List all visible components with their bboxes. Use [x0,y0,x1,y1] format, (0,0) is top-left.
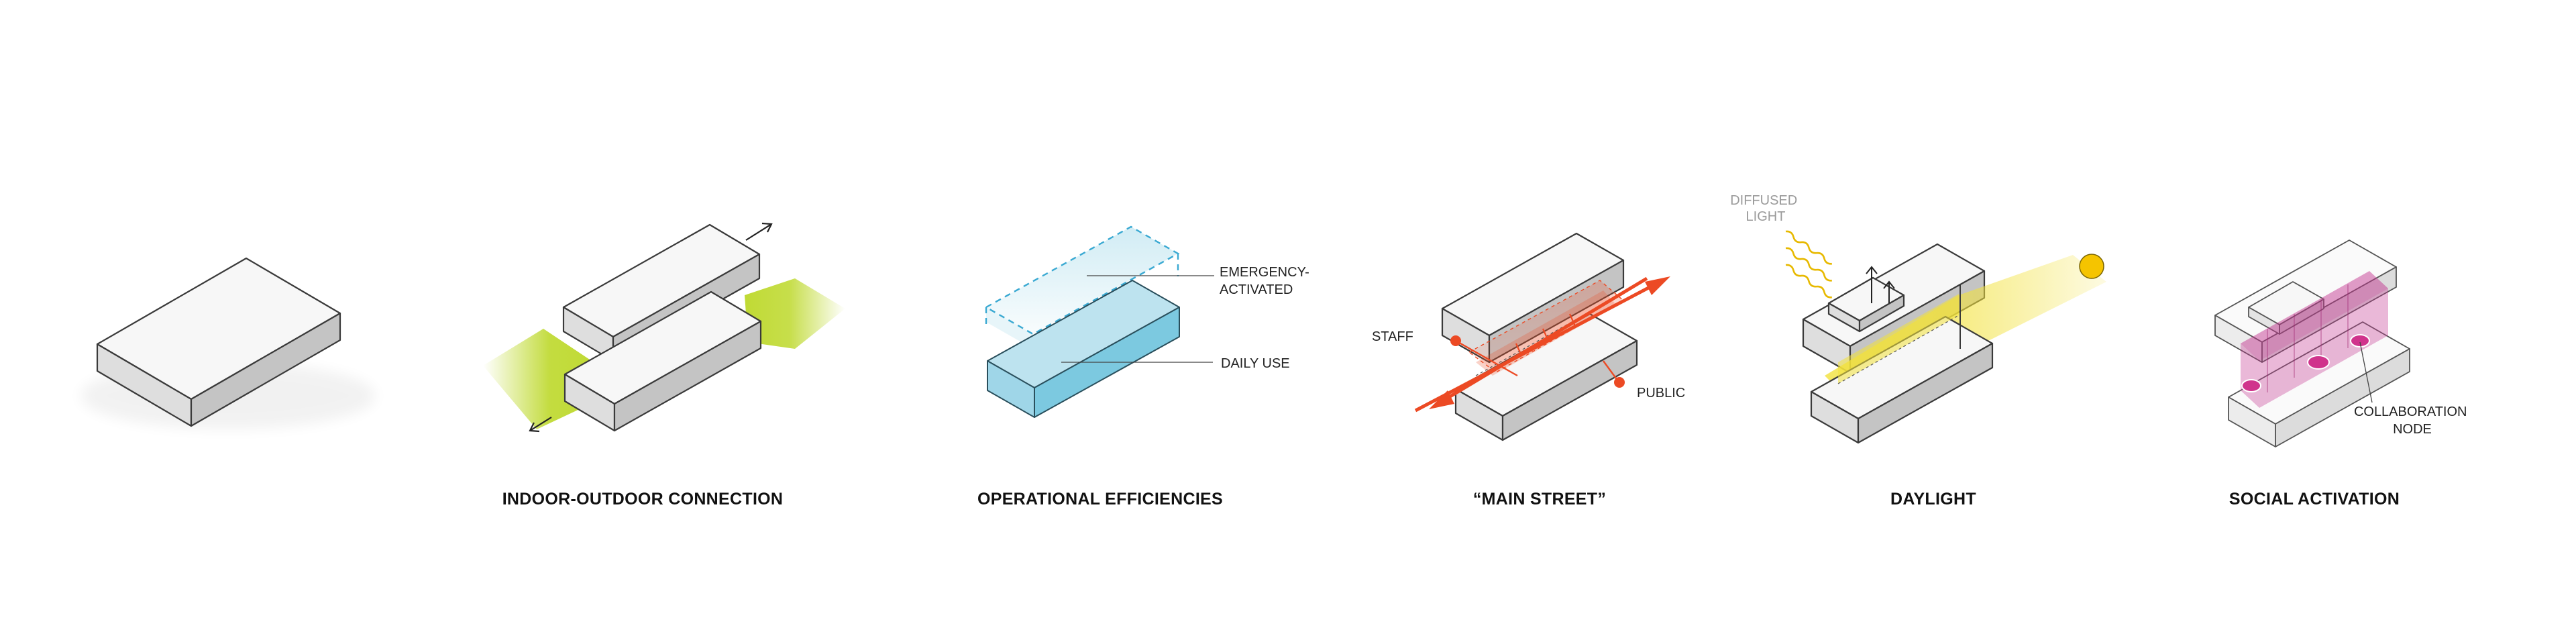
daylight-lower-block [1810,315,1994,444]
skylight-block [1827,276,1905,333]
daylight-arrow-icon [1866,266,1895,303]
social-lower-block [2228,321,2410,447]
public-arrow-icon [1414,276,1670,413]
panel-base [80,257,376,429]
light-well [1837,285,1961,384]
public-leader [1603,360,1625,388]
collaboration-volume [2241,271,2388,408]
base-block [96,257,341,427]
person-node-icon [2241,334,2370,392]
panel-social: COLLABORATION NODE SOCIAL ACTIVATION [2214,239,2471,508]
sun-icon [2079,254,2104,279]
street-lower-block [1454,313,1638,441]
panel-main-street: STAFF PUBLIC “MAIN STREET” [1372,232,1685,508]
caption-social: SOCIAL ACTIVATION [2229,490,2400,508]
panel-daylight: DIFFUSED LIGHT DAYLIGHT [1730,193,2106,508]
label-emergency: EMERGENCY- ACTIVATED [1220,265,1313,297]
leader-collab [2359,341,2373,403]
arrow-icon [529,222,773,433]
main-street-corridor [1468,280,1625,376]
label-daily-use: DAILY USE [1221,356,1290,371]
caption-indoor-outdoor: INDOOR-OUTDOOR CONNECTION [502,490,784,508]
social-roof-box [2248,281,2324,335]
label-staff: STAFF [1372,329,1413,344]
green-zone-right [745,278,845,349]
label-diffused-light: DIFFUSED LIGHT [1730,193,1801,224]
panel-indoor-outdoor: INDOOR-OUTDOOR CONNECTION [483,222,845,508]
green-zone-left [483,329,594,429]
panel-operational: EMERGENCY- ACTIVATED DAILY USE OPERATION… [977,225,1313,508]
label-collaboration-node: COLLABORATION NODE [2354,405,2471,437]
wavy-light-icon [1785,230,1832,299]
label-public: PUBLIC [1637,386,1685,400]
caption-daylight: DAYLIGHT [1890,490,1976,508]
caption-main-street: “MAIN STREET” [1473,490,1606,508]
staff-leader [1450,335,1518,377]
lower-block [564,290,762,432]
caption-operational: OPERATIONAL EFFICIENCIES [977,490,1223,508]
emergency-block [984,225,1180,349]
